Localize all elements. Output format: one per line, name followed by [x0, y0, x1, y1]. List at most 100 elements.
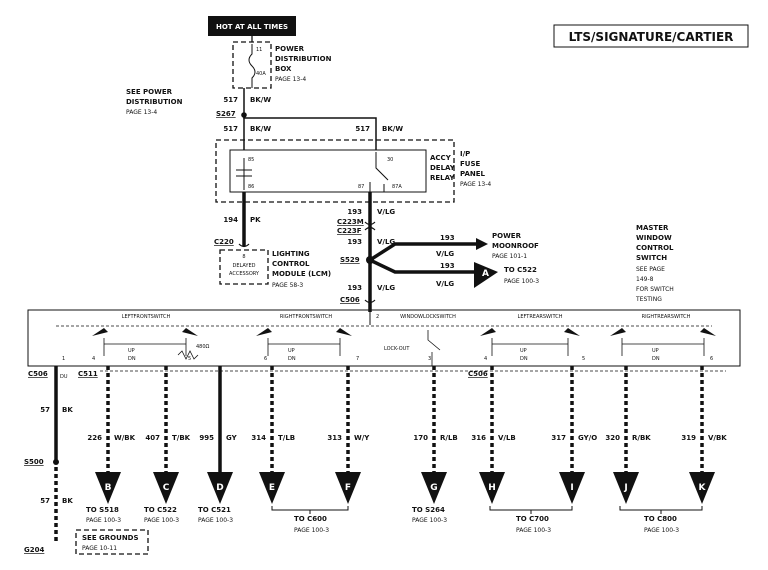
relay-name-3: RELAY [430, 174, 455, 182]
wire-194-color: PK [250, 216, 261, 224]
fuse-panel-outline [215, 139, 455, 203]
wire-226-circuit: 226 [87, 434, 102, 442]
splice-s500-dot [53, 459, 59, 465]
pin-3: 3 [428, 356, 431, 362]
ground-circuit-1: 57 [40, 406, 50, 414]
tag-c-page: PAGE 100-3 [144, 517, 179, 524]
ground-color-2: BK [62, 497, 73, 505]
power-dist-name-2: DISTRIBUTION [275, 55, 332, 63]
tag-b-arrow [95, 472, 121, 504]
see-power-3: PAGE 13-4 [126, 109, 157, 116]
lcm-box [219, 249, 269, 285]
rr-dn: DN [652, 356, 660, 362]
tag-k-arrow [689, 472, 715, 504]
tag-i-letter: I [570, 483, 573, 493]
lockout-switch-icon [427, 330, 441, 366]
master-3: CONTROL [636, 244, 674, 252]
wire-313-color: W/Y [354, 434, 370, 442]
tag-f-letter: F [345, 483, 351, 493]
lockout-label: LOCK-OUT [384, 346, 410, 352]
rr-dn-contact-icon [700, 328, 716, 336]
wire-193-circuit-2: 193 [347, 238, 362, 246]
lf-up-contact-icon [92, 328, 108, 336]
lf-dn: DN [128, 356, 136, 362]
relay-pin-87a: 87A [392, 184, 402, 190]
tag-a-page: PAGE 100-3 [504, 278, 539, 285]
group-c600-to: TO C600 [294, 515, 327, 523]
branch-a-circuit: 193 [440, 262, 455, 270]
branch-moonroof-color: V/LG [436, 250, 454, 258]
power-dist-page: PAGE 13-4 [275, 76, 306, 83]
wire-407-circuit: 407 [145, 434, 160, 442]
pin-4: 4 [92, 356, 95, 362]
tag-k-letter: K [699, 483, 707, 493]
group-c800-page: PAGE 100-3 [644, 527, 679, 534]
wire-316-circuit: 316 [471, 434, 486, 442]
fuse-panel-page: PAGE 13-4 [460, 181, 491, 188]
wire-193-color-3: V/LG [377, 284, 395, 292]
ground-color-1: BK [62, 406, 73, 414]
wire-517-circuit-left: 517 [223, 125, 238, 133]
pin-4-rear: 4 [484, 356, 487, 362]
fuse-icon [248, 44, 256, 88]
tag-f-arrow [335, 472, 361, 504]
wire-995-circuit: 995 [199, 434, 214, 442]
wire-170-circuit: 170 [413, 434, 428, 442]
see-power-2: DISTRIBUTION [126, 98, 183, 106]
moonroof-name-2: MOONROOF [492, 242, 539, 250]
tag-g-arrow [421, 472, 447, 504]
c223-connector-icon [364, 221, 376, 231]
wire-317-color: GY/O [578, 434, 597, 442]
relay-coil-icon [236, 158, 252, 190]
lr-dn-contact-icon [564, 328, 580, 336]
wire-320-color: R/BK [632, 434, 651, 442]
pin-6: 6 [264, 356, 267, 362]
splice-s500-label: S500 [24, 458, 44, 466]
c220-label: C220 [214, 238, 234, 246]
relay-name-2: DELAY [430, 164, 456, 172]
fuse-amp: 40A [256, 71, 266, 77]
tag-d-page: PAGE 100-3 [198, 517, 233, 524]
resistor-label: 480Ω [196, 344, 210, 350]
wire-995-color: GY [226, 434, 238, 442]
wire-320-circuit: 320 [605, 434, 620, 442]
pin-5: 5 [188, 356, 191, 362]
switch-right-front: RIGHTFRONTSWITCH [280, 314, 333, 320]
tag-g-to: TO S264 [412, 506, 445, 514]
tag-c-letter: C [163, 483, 170, 493]
hot-label: HOT AT ALL TIMES [216, 23, 288, 31]
moonroof-name-1: POWER [492, 232, 522, 240]
wire-193-color-2: V/LG [377, 238, 395, 246]
tag-a-arrow [474, 262, 498, 288]
tag-j-letter: J [623, 483, 627, 493]
wire-319-color: V/BK [708, 434, 727, 442]
splice-s529-label: S529 [340, 256, 360, 264]
wire-193-circuit-1: 193 [347, 208, 362, 216]
wire-170-color: R/LB [440, 434, 458, 442]
wire-314-circuit: 314 [251, 434, 266, 442]
relay-contact-icon [369, 152, 389, 192]
tag-c-arrow [153, 472, 179, 504]
switch-window-lock: WINDOWLOCKSWITCH [400, 314, 456, 320]
group-c600-page: PAGE 100-3 [294, 527, 329, 534]
master-2: WINDOW [636, 234, 672, 242]
tag-d-letter: D [216, 483, 223, 493]
tag-c-to: TO C522 [144, 506, 177, 514]
rf-up: UP [288, 348, 295, 354]
c506-left-label: C506 [28, 370, 48, 378]
pin-7: 7 [356, 356, 359, 362]
group-c800-to: TO C800 [644, 515, 677, 523]
c511-label: C511 [78, 370, 98, 378]
moonroof-arrow-icon [476, 238, 488, 250]
tag-i-arrow [559, 472, 585, 504]
relay-pin-86: 86 [248, 184, 254, 190]
tag-a-to: TO C522 [504, 266, 537, 274]
c506-right-label: C506 [468, 370, 488, 378]
pin-2: 2 [376, 314, 379, 320]
see-grounds-2: PAGE 10-11 [82, 545, 117, 552]
wire-193-circuit-3: 193 [347, 284, 362, 292]
branch-a-color: V/LG [436, 280, 454, 288]
pin-6-rear: 6 [710, 356, 713, 362]
fuse-panel-name-1: I/P [460, 150, 470, 158]
